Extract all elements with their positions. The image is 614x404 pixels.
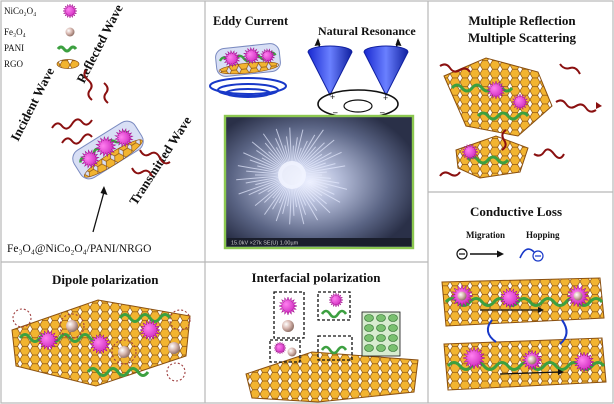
composite-label: Fe₃O₄@NiCo₂O₄/PANI/NRGO xyxy=(7,243,151,255)
nico-particle xyxy=(242,46,261,65)
incident-wave-label: Incident Wave xyxy=(7,65,57,144)
transmitted-wave-line xyxy=(131,167,153,177)
eddy-particle xyxy=(215,43,281,77)
multiple-reflection-title: Multiple Reflection xyxy=(468,13,576,28)
hopping-path xyxy=(486,319,497,343)
eddy-current-title: Eddy Current xyxy=(213,14,289,28)
conductive-loss-title: Conductive Loss xyxy=(470,204,562,219)
nico-legend-icon xyxy=(62,3,78,19)
multiple-reflection-panel: Multiple Reflection Multiple Scattering xyxy=(439,13,602,179)
hopping-arrow xyxy=(519,248,535,259)
sem-needles xyxy=(236,127,348,225)
sem-image: 15.0kV ×27k SE(U) 1.00µm xyxy=(223,114,415,250)
rgo-sheet xyxy=(245,351,419,403)
rgo-sheet xyxy=(443,57,553,137)
arrow-head xyxy=(596,102,602,109)
resonance-core xyxy=(343,99,373,113)
nico-particle xyxy=(462,346,486,370)
scatter-wave xyxy=(555,99,597,113)
plus-sign: + xyxy=(383,93,388,103)
eddy-rings xyxy=(209,77,287,98)
scatter-wave xyxy=(559,63,581,75)
pani-chain xyxy=(86,367,150,377)
reflected-wave-label: Reflected Wave xyxy=(73,2,126,86)
nico-particle xyxy=(278,296,298,316)
cone-left xyxy=(307,45,353,97)
fe-particle xyxy=(282,320,294,332)
pani-chain xyxy=(118,313,172,323)
minus-sign: – xyxy=(379,107,385,117)
legend-fe-label: Fe₃O₄ xyxy=(4,27,26,37)
nico-particle xyxy=(499,287,521,309)
nico-particle xyxy=(95,135,117,158)
nico-particle xyxy=(486,80,506,100)
interface-boxes xyxy=(269,291,353,363)
dipole-panel: Dipole polarization xyxy=(11,272,191,387)
nico-particle xyxy=(573,351,595,373)
dipole-title: Dipole polarization xyxy=(52,272,159,287)
nico-particle xyxy=(328,292,344,308)
scatter-wave xyxy=(533,148,565,159)
scatter-wave xyxy=(501,129,507,151)
nico-particle xyxy=(223,49,241,68)
nico-particle xyxy=(114,128,134,148)
nico-particle xyxy=(461,143,479,161)
nico-particle xyxy=(37,329,59,351)
interfacial-title: Interfacial polarization xyxy=(252,270,382,285)
pani-chain xyxy=(320,345,348,355)
natural-resonance-title: Natural Resonance xyxy=(318,24,416,38)
legend: NiCo₂O₄ Fe₃O₄ PANI RGO xyxy=(4,3,80,69)
legend-pani-label: PANI xyxy=(4,43,24,53)
plus-sign: + xyxy=(330,92,335,102)
reflected-wave-line xyxy=(83,69,93,101)
conductive-loss-panel: Conductive Loss Migration Hopping xyxy=(441,204,607,391)
arrow-head xyxy=(395,38,402,46)
legend-nico-label: NiCo₂O₄ xyxy=(4,6,36,16)
fe-particle xyxy=(118,346,130,358)
incident-wave-line xyxy=(51,118,93,130)
pani-chain xyxy=(320,309,348,319)
transmitted-wave-line xyxy=(139,149,171,165)
pani-chain xyxy=(18,333,102,343)
legend-rgo-label: RGO xyxy=(4,59,24,69)
interface-cells xyxy=(364,314,398,352)
migration-path xyxy=(499,371,561,375)
natural-resonance-panel: Natural Resonance + – + – xyxy=(307,24,416,119)
scatter-wave xyxy=(439,171,461,177)
fe-particle xyxy=(168,342,180,354)
sem-info: 15.0kV ×27k SE(U) 1.00µm xyxy=(231,241,299,247)
arrow-head xyxy=(100,186,108,195)
dipole-rings xyxy=(12,308,191,382)
multiple-scattering-title: Multiple Scattering xyxy=(468,30,576,45)
hopping-path xyxy=(559,319,568,345)
nico-particle xyxy=(511,93,529,111)
interfacial-panel: Interfacial polarization xyxy=(245,270,419,403)
hopping-label: Hopping xyxy=(526,230,560,240)
pani-legend-icon xyxy=(56,45,78,53)
minus-sign: – xyxy=(332,107,338,117)
nico-particle xyxy=(139,319,161,341)
incident-wave-line xyxy=(61,133,93,145)
eddy-current-panel: Eddy Current xyxy=(209,14,289,98)
migration-label: Migration xyxy=(466,230,505,240)
composite-particle xyxy=(72,120,144,180)
wave-panel: Incident Wave Reflected Wave Transmitted… xyxy=(7,2,194,255)
cone-right xyxy=(363,45,409,97)
nico-particle xyxy=(259,48,276,64)
fe-legend-icon xyxy=(65,27,75,37)
scatter-wave xyxy=(439,63,471,73)
reflected-wave-line xyxy=(103,82,109,104)
nico-particle xyxy=(89,333,111,355)
nico-particle xyxy=(273,341,287,355)
pani-chain xyxy=(476,111,530,121)
rgo-legend-icon xyxy=(56,59,80,69)
arrow-head xyxy=(314,38,321,46)
nico-particle xyxy=(80,149,100,169)
fe-particle xyxy=(66,320,78,332)
composite-arrow xyxy=(92,191,105,233)
